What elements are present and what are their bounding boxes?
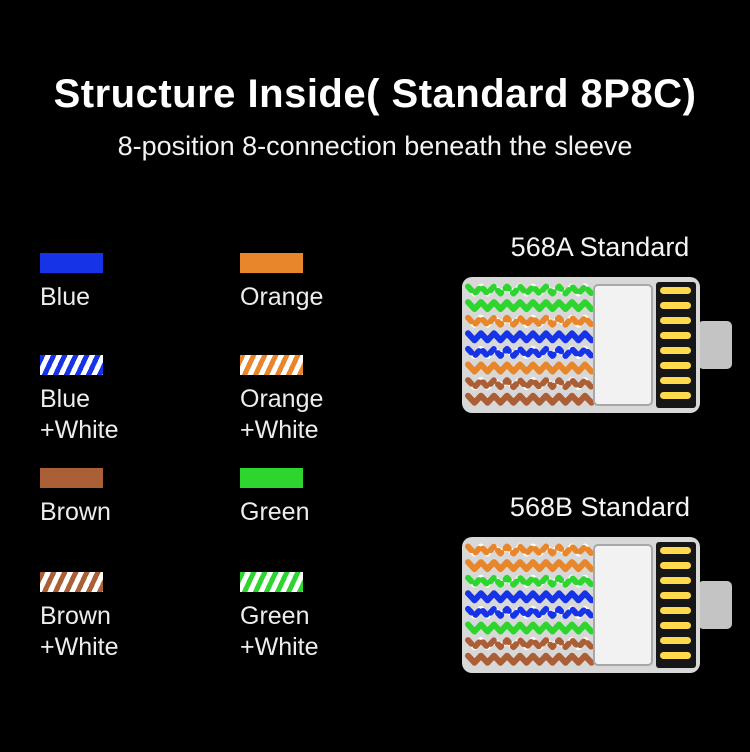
connector-568a: 568A Standard — [462, 232, 738, 418]
color-swatch-green-white — [240, 572, 303, 592]
legend-label: Orange — [240, 283, 324, 311]
wire-blue — [465, 330, 595, 344]
legend-item-blue: Blue — [40, 253, 240, 313]
connector-label-568b: 568B Standard — [509, 492, 691, 522]
legend-item-brown: Brown — [40, 468, 240, 528]
wire-orange — [465, 361, 595, 375]
connector-diagram-568a — [462, 277, 732, 413]
gold-pin-1 — [660, 287, 691, 294]
legend-label: Brown — [40, 602, 111, 630]
connector-label-568a: 568A Standard — [510, 232, 690, 262]
page-subtitle: 8-position 8-connection beneath the slee… — [117, 131, 633, 161]
gold-pin-5 — [660, 607, 691, 614]
gold-pin-8 — [660, 652, 691, 659]
contact-plate — [656, 542, 696, 668]
twisted-wires — [465, 543, 595, 666]
legend-item-green: Green — [240, 468, 440, 528]
legend-label: +White — [240, 416, 319, 444]
legend-item-brown-white: Brown +White — [40, 572, 240, 663]
connector-568b: 568B Standard — [462, 492, 738, 678]
wire-blue-white — [465, 605, 595, 619]
connector-diagram-568b — [462, 537, 732, 673]
gold-pin-2 — [660, 302, 691, 309]
contact-plate — [656, 282, 696, 408]
wire-orange-white — [465, 543, 595, 557]
color-swatch-orange — [240, 253, 303, 273]
color-swatch-blue-white — [40, 355, 103, 375]
gold-pin-6 — [660, 362, 691, 369]
gold-pin-6 — [660, 622, 691, 629]
page-title: Structure Inside( Standard 8P8C) — [53, 72, 697, 116]
wire-green-white — [465, 574, 595, 588]
legend-label: Brown — [40, 498, 111, 526]
gold-pin-3 — [660, 317, 691, 324]
gold-pins — [660, 547, 691, 659]
legend-label: Orange — [240, 385, 324, 413]
color-swatch-orange-white — [240, 355, 303, 375]
wire-orange-white — [465, 314, 595, 328]
gold-pin-2 — [660, 562, 691, 569]
load-bar — [593, 284, 653, 406]
gold-pin-3 — [660, 577, 691, 584]
legend-item-blue-white: Blue +White — [40, 355, 240, 446]
gold-pin-1 — [660, 547, 691, 554]
wire-green — [465, 299, 595, 313]
wire-brown-white — [465, 377, 595, 391]
plug-tab — [698, 581, 732, 629]
legend-label: +White — [240, 633, 319, 661]
wire-brown — [465, 392, 595, 406]
gold-pin-4 — [660, 592, 691, 599]
legend-label: Green — [240, 498, 310, 526]
load-bar — [593, 544, 653, 666]
wire-brown-white — [465, 637, 595, 651]
color-swatch-brown — [40, 468, 103, 488]
gold-pin-8 — [660, 392, 691, 399]
legend-label: +White — [40, 633, 119, 661]
legend-item-orange-white: Orange +White — [240, 355, 440, 446]
wire-orange — [465, 559, 595, 573]
twisted-wires — [465, 283, 595, 406]
wire-green — [465, 621, 595, 635]
legend-item-orange: Orange — [240, 253, 440, 313]
gold-pin-7 — [660, 637, 691, 644]
plug-tab — [698, 321, 732, 369]
gold-pin-5 — [660, 347, 691, 354]
legend-item-green-white: Green +White — [240, 572, 440, 663]
color-swatch-brown-white — [40, 572, 103, 592]
legend-label: Blue — [40, 283, 91, 311]
legend-label: Blue — [40, 385, 91, 413]
wire-blue-white — [465, 345, 595, 359]
color-swatch-blue — [40, 253, 103, 273]
wire-blue — [465, 590, 595, 604]
legend-label: Green — [240, 602, 310, 630]
wire-green-white — [465, 283, 595, 297]
connector-diagrams: 568A Standard 568B Standard — [462, 232, 738, 752]
header: Structure Inside( Standard 8P8C) 8-posit… — [0, 72, 750, 162]
gold-pins — [660, 287, 691, 399]
color-swatch-green — [240, 468, 303, 488]
gold-pin-4 — [660, 332, 691, 339]
legend-label: +White — [40, 416, 119, 444]
gold-pin-7 — [660, 377, 691, 384]
wire-brown — [465, 652, 595, 666]
